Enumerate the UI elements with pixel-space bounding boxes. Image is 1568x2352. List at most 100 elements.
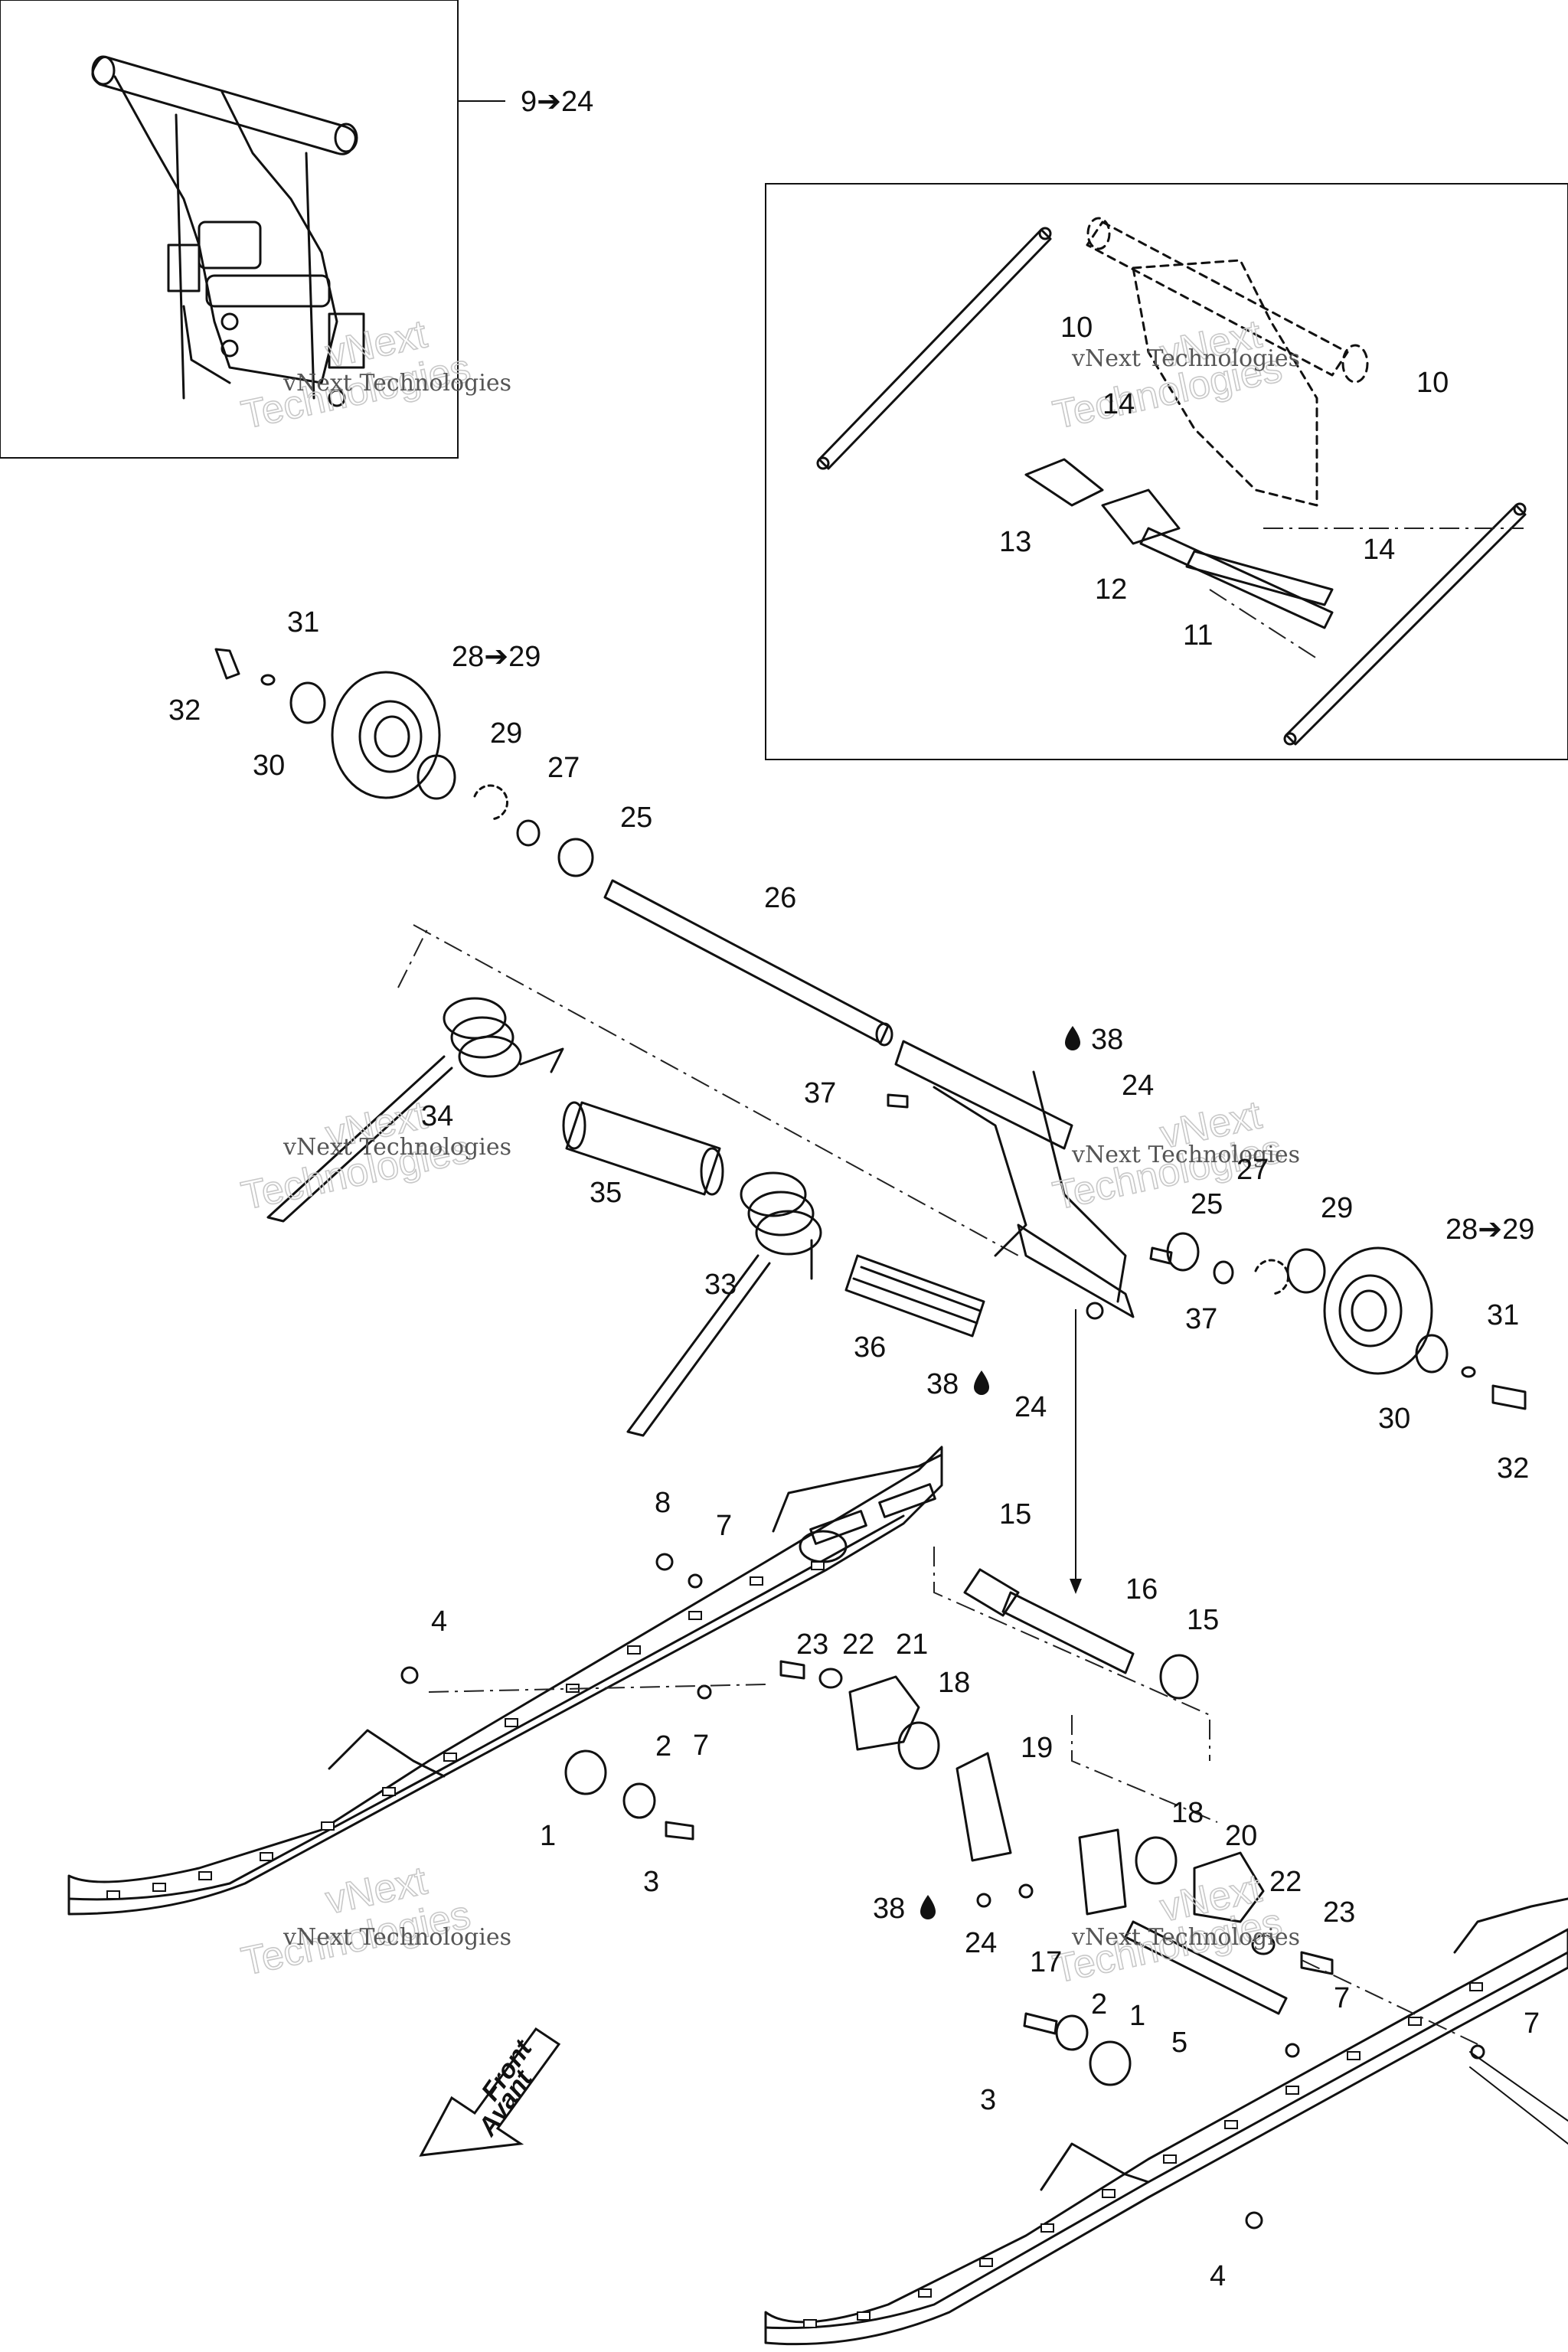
center-dash-guides [428,1547,1478,2045]
axle-26 [603,879,893,1047]
torsion-spring-33 [626,1171,822,1437]
inset-box-top-right [765,183,1568,760]
left-idler-wheel-group [214,648,594,877]
callout-31a: 31 [287,606,319,639]
callout-18b: 18 [1171,1797,1204,1829]
callout-19: 19 [1021,1732,1053,1764]
callout-38a: 38 [1091,1024,1123,1056]
tube-36 [844,1254,985,1338]
right-idler-wheel-group [1166,1232,1527,1410]
callout-24a: 24 [1122,1070,1154,1102]
torsion-spring-34 [266,997,564,1223]
callout-3b: 3 [980,2084,996,2116]
callout-7a: 7 [716,1510,732,1542]
callout-24b: 24 [1014,1391,1047,1423]
svg-text:vNext Technologies: vNext Technologies [283,1924,511,1951]
callout-8: 8 [655,1487,671,1519]
callout-15b: 15 [1187,1604,1219,1636]
callout-13: 13 [999,526,1031,558]
callout-14a: 14 [1102,388,1135,420]
callout-35: 35 [590,1177,622,1209]
callout-5: 5 [1171,2027,1187,2059]
callout-12: 12 [1095,573,1127,606]
callout-33: 33 [704,1269,737,1301]
left-slide-rail [67,1446,943,1916]
callout-28-29b: 28➔29 [1446,1214,1534,1246]
callout-28-29a: 28➔29 [452,641,541,673]
inset-box-top-left [0,0,459,459]
callout-30a: 30 [253,750,285,782]
callout-23b: 23 [1323,1896,1355,1929]
callout-34: 34 [421,1100,453,1132]
callout-38b: 38 [926,1368,959,1400]
tube-35 [562,1101,724,1196]
callout-25a: 25 [620,802,652,834]
callout-9-24: 9➔24 [521,86,593,118]
svg-text:vNext Technologies: vNext Technologies [1071,1924,1300,1951]
callout-18a: 18 [938,1667,970,1699]
callout-2a: 2 [655,1730,671,1762]
callout-15a: 15 [999,1498,1031,1530]
callout-22b: 22 [1269,1866,1302,1898]
callout-37a: 37 [804,1077,836,1109]
callout-1b: 1 [1129,2000,1145,2032]
callout-38c: 38 [873,1893,905,1925]
callout-4b: 4 [1210,2260,1226,2292]
oil-drop-icon [974,1370,989,1395]
callout-30b: 30 [1378,1403,1410,1435]
cross-frame [894,1040,1135,1320]
left-rail-holes [106,1561,825,1900]
watermark-3: vNext Technologies vNext Technologies [237,1092,511,1219]
callout-32a: 32 [168,694,201,727]
front-direction-arrow: Front Avant [419,2027,561,2157]
hardware-right [1023,2012,1485,2230]
callout-2b: 2 [1091,1988,1107,2020]
hardware-center [779,1568,1334,2015]
callout-26: 26 [764,882,796,914]
svg-text:vNext Technologies: vNext Technologies [1071,345,1300,372]
callout-20: 20 [1225,1820,1257,1852]
callout-4a: 4 [431,1606,447,1638]
callout-24c: 24 [965,1927,997,1959]
callout-37b: 37 [1185,1303,1217,1335]
callout-29a: 29 [490,717,522,750]
watermark-5: vNext Technologies vNext Technologies [237,1857,511,1984]
callout-10b: 10 [1416,367,1449,399]
callout-23a: 23 [796,1628,828,1661]
frame-arrow-head [1070,1579,1082,1594]
svg-text:vNext Technologies: vNext Technologies [283,1134,511,1161]
watermark-6: vNext Technologies vNext Technologies [1049,1865,1300,1992]
callout-3a: 3 [643,1866,659,1898]
callout-1a: 1 [540,1820,556,1852]
oil-drop-icon [920,1895,936,1919]
callout-7c: 7 [1334,1982,1350,2014]
svg-text:vNext Technologies: vNext Technologies [1071,1142,1300,1168]
hardware-left [400,1553,712,1841]
spring-dash-line [413,924,1019,1256]
callout-21: 21 [896,1628,928,1661]
callout-31b: 31 [1487,1299,1519,1331]
callout-labels: 9➔2410141014131211313228➔293029272526382… [168,86,1540,2292]
oil-drop-icon [1065,1026,1080,1050]
inset-dash-line-a [1209,589,1318,659]
callout-25b: 25 [1191,1188,1223,1220]
spring-dash-line-b [397,926,430,988]
callout-7b: 7 [693,1730,709,1762]
assembled-suspension-frame [91,55,365,407]
callout-29b: 29 [1321,1192,1353,1224]
cross-shaft-inset [816,217,1527,746]
callout-10a: 10 [1060,312,1093,344]
bolt-37b [1149,1246,1173,1265]
callout-36: 36 [854,1331,886,1364]
callout-27b: 27 [1236,1154,1269,1186]
callout-16: 16 [1125,1573,1158,1606]
callout-17: 17 [1030,1946,1062,1978]
callout-32b: 32 [1497,1452,1529,1485]
bolt-37a [887,1093,909,1109]
svg-text:vNext Technologies: vNext Technologies [283,370,511,397]
right-rail-holes [803,1982,1483,2328]
callout-14b: 14 [1363,534,1395,566]
callout-7d: 7 [1524,2007,1540,2040]
callout-27a: 27 [547,752,580,784]
